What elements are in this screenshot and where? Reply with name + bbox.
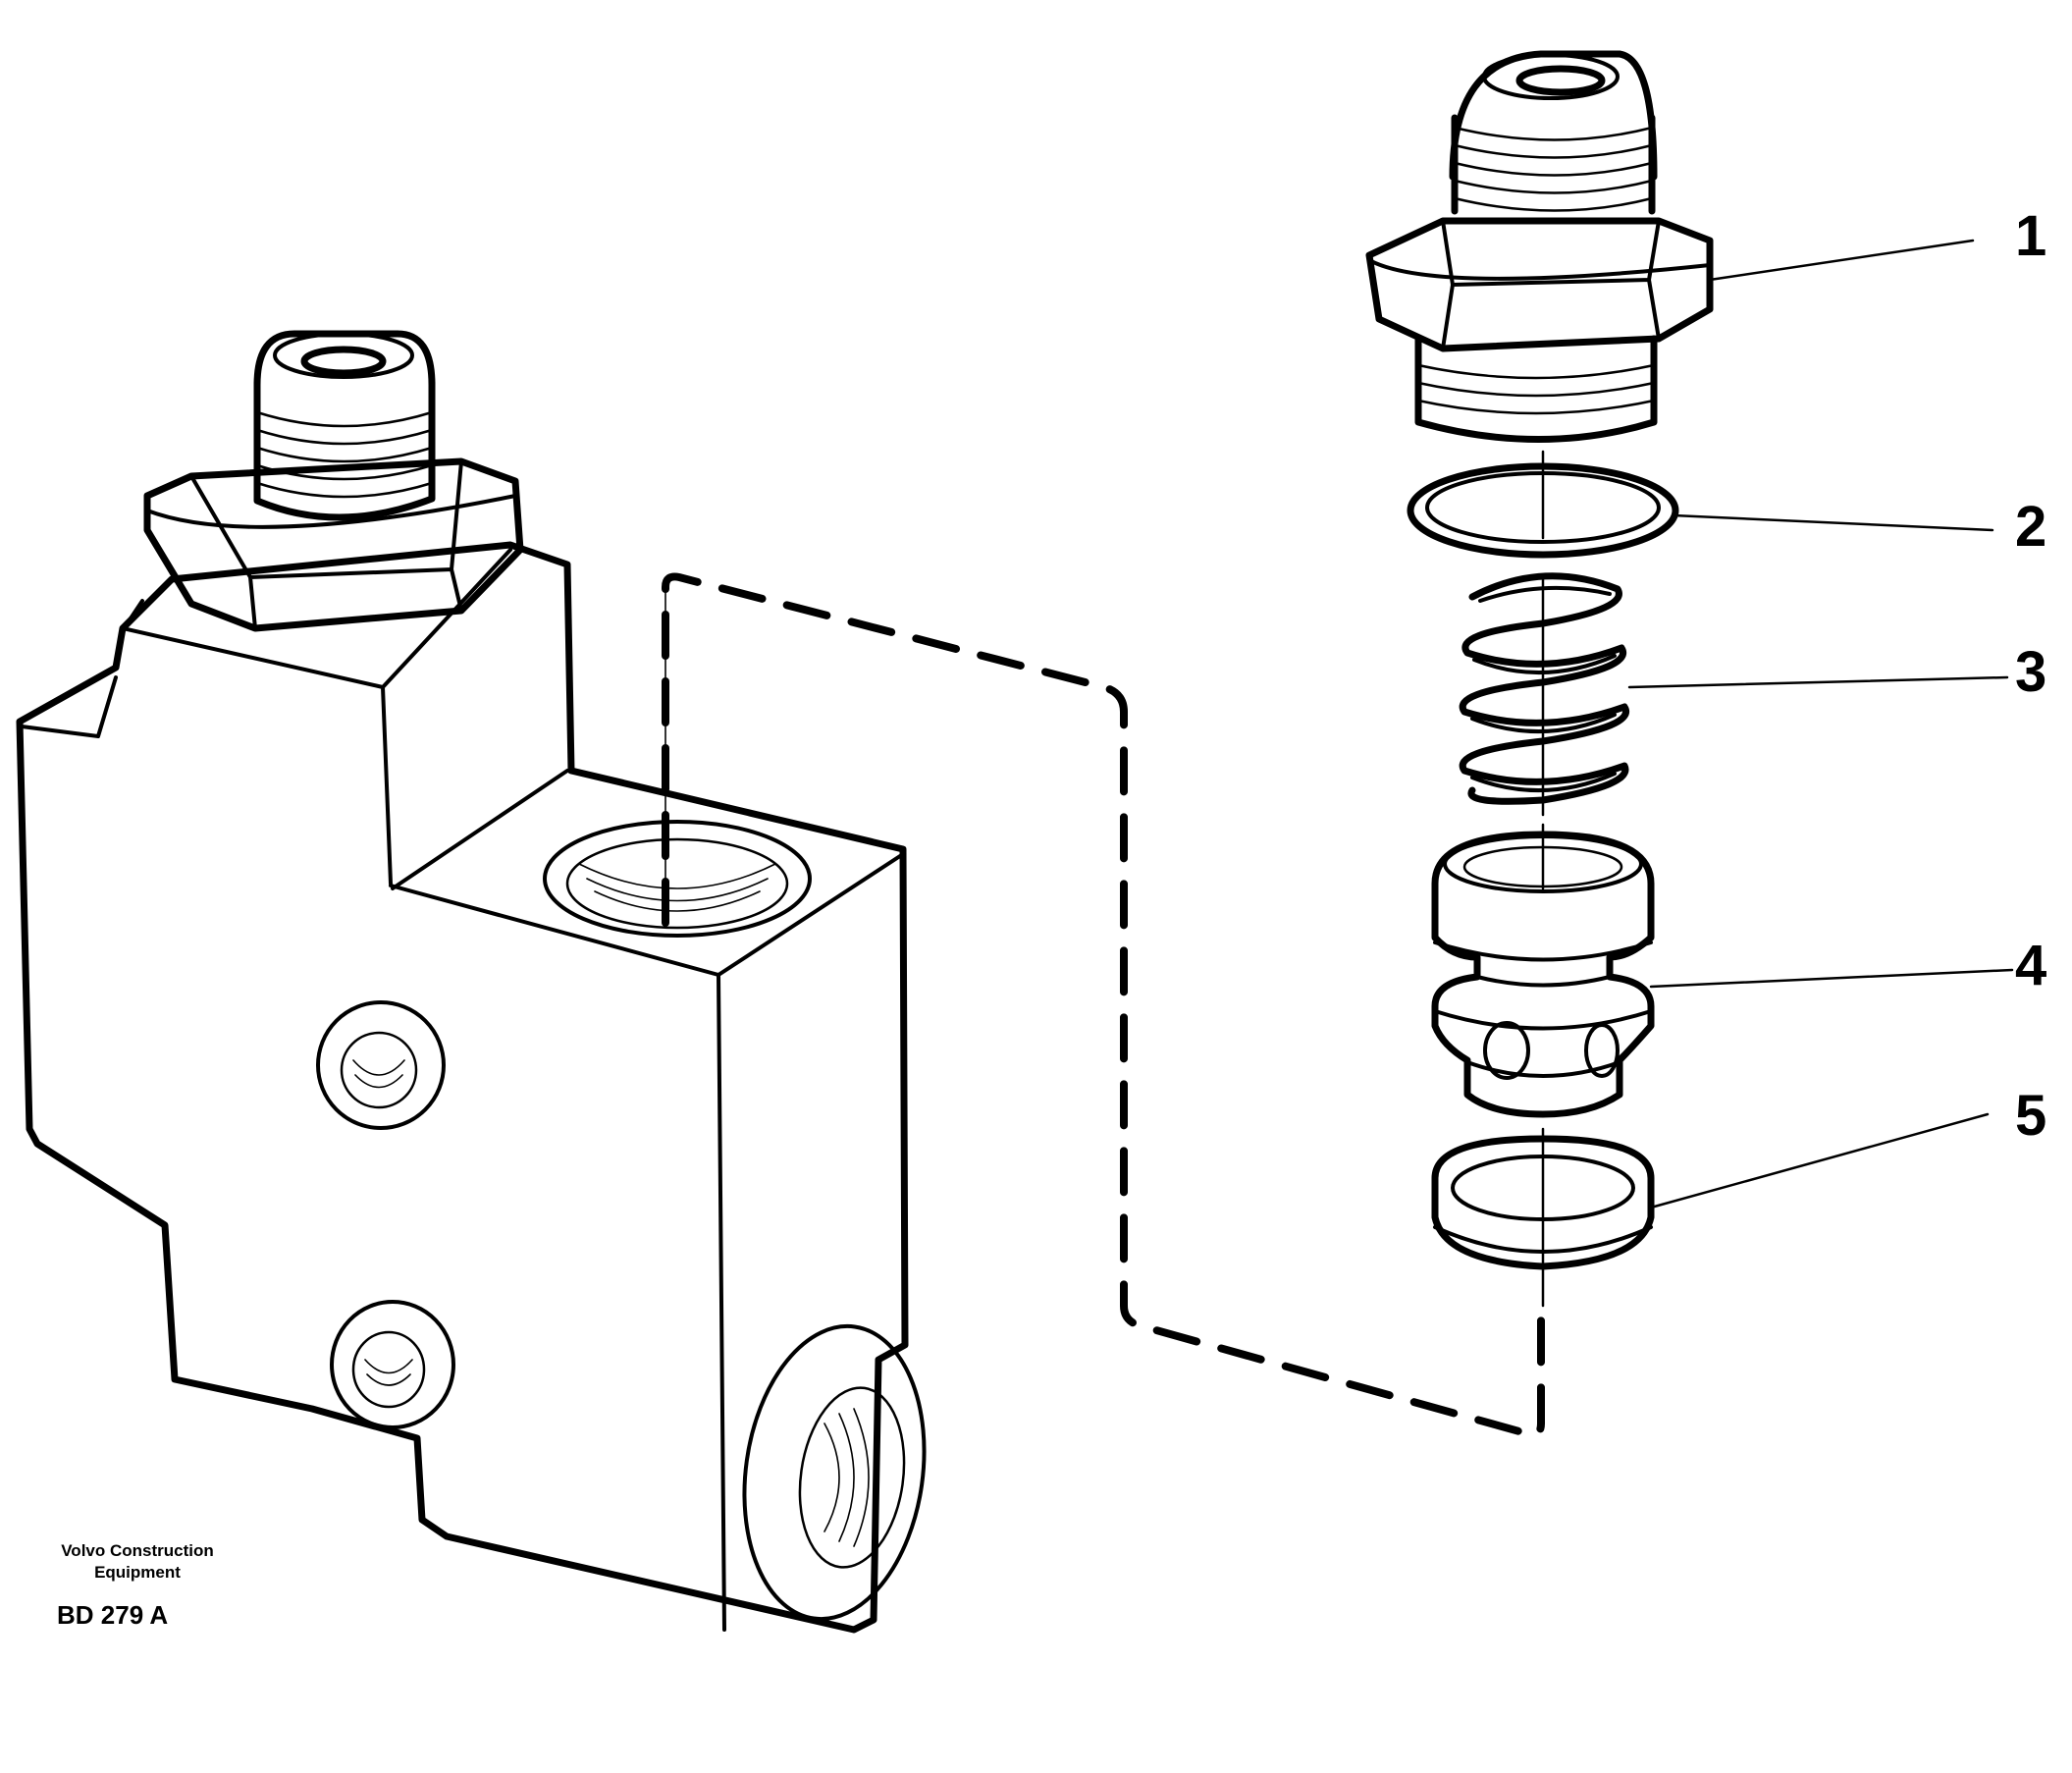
part-4-poppet xyxy=(1431,823,1655,1118)
valve-body xyxy=(16,541,927,1634)
part-5-seat-ring xyxy=(1431,1127,1655,1308)
body-fitting xyxy=(143,330,524,632)
callout-3: 3 xyxy=(2015,640,2047,704)
part-3-spring xyxy=(1459,572,1629,817)
part-1-fitting xyxy=(1365,50,1714,443)
credit-company-line1: Volvo Construction xyxy=(61,1541,214,1560)
part-2-o-ring xyxy=(1407,450,1679,559)
drawing-code: BD 279 A xyxy=(57,1600,169,1630)
callout-2: 2 xyxy=(2015,495,2047,559)
leader-lines xyxy=(1627,239,2014,1209)
callout-4: 4 xyxy=(2015,934,2047,997)
callout-1: 1 xyxy=(2015,204,2047,268)
assembly-dashed-line xyxy=(662,572,1545,1439)
callout-5: 5 xyxy=(2015,1084,2047,1148)
credit-company-line2: Equipment xyxy=(94,1563,181,1582)
